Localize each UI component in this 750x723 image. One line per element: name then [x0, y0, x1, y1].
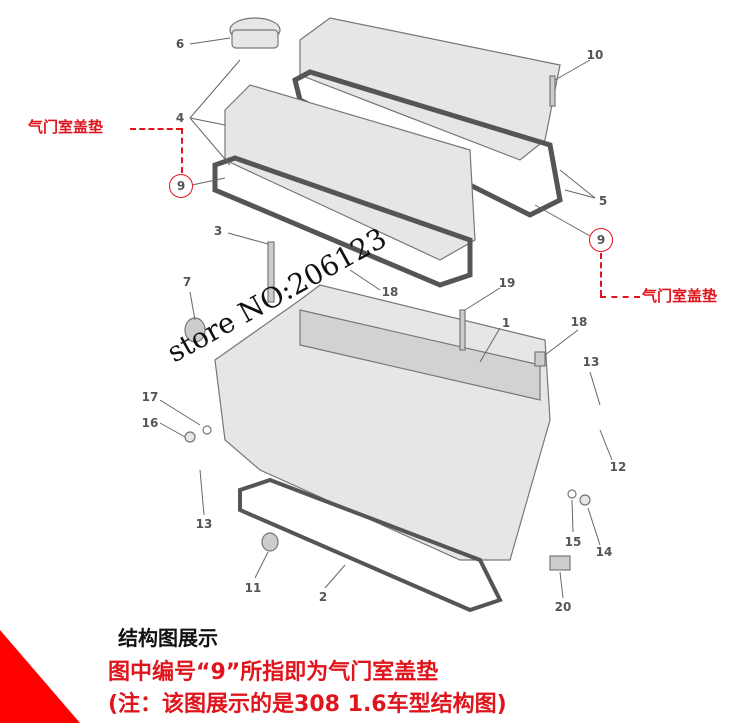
part-number-15: 15 [564, 535, 582, 549]
callout-leader-left-h [130, 128, 182, 130]
screw-14 [579, 494, 591, 506]
leader-lines [159, 37, 613, 599]
part-number-11: 11 [244, 581, 262, 595]
washer-15 [567, 489, 577, 499]
part-number-18b: 18 [570, 315, 588, 329]
red-corner-decoration [0, 630, 80, 723]
sensor-20 [549, 555, 571, 571]
callout-label-left: 气门室盖垫 [28, 118, 104, 136]
callout-leader-right-v [600, 253, 602, 296]
callout-leader-left-v [181, 128, 183, 173]
part-number-5: 5 [598, 194, 608, 208]
caption-heading: 结构图展示 [118, 626, 218, 650]
part-number-3: 3 [213, 224, 223, 238]
part-number-10: 10 [586, 48, 604, 62]
part-number-7: 7 [182, 275, 192, 289]
callout-leader-right-h [600, 296, 640, 298]
head-gasket [238, 477, 503, 613]
caption-line-1: 图中编号“9”所指即为气门室盖垫 [108, 660, 439, 685]
part-number-20: 20 [554, 600, 572, 614]
part-number-1: 1 [501, 316, 511, 330]
part-number-13: 13 [582, 355, 600, 369]
part-number-4: 4 [175, 111, 185, 125]
part-number-12: 12 [609, 460, 627, 474]
dowel-18 [534, 351, 546, 367]
caption-line-2: (注：该图展示的是308 1.6车型结构图) [108, 692, 507, 717]
part-number-6: 6 [175, 37, 185, 51]
plug-11 [261, 532, 279, 552]
part-number-13b: 13 [195, 517, 213, 531]
part-number-19: 19 [498, 276, 516, 290]
washer-17 [202, 425, 212, 435]
bolt-10 [549, 75, 556, 107]
cylinder-head [214, 284, 551, 561]
highlight-circle-9-left: 9 [169, 174, 193, 198]
filler-cap-body [231, 29, 279, 49]
part-number-17: 17 [141, 390, 159, 404]
bolt-3 [267, 241, 275, 303]
front-gasket [212, 155, 473, 288]
highlight-circle-9-right: 9 [589, 228, 613, 252]
callout-label-right: 气门室盖垫 [642, 287, 718, 305]
part-number-14: 14 [595, 545, 613, 559]
bolt-19 [459, 309, 466, 351]
screw-16 [184, 431, 196, 443]
part-number-16: 16 [141, 416, 159, 430]
part-number-18: 18 [381, 285, 399, 299]
part-number-2: 2 [318, 590, 328, 604]
